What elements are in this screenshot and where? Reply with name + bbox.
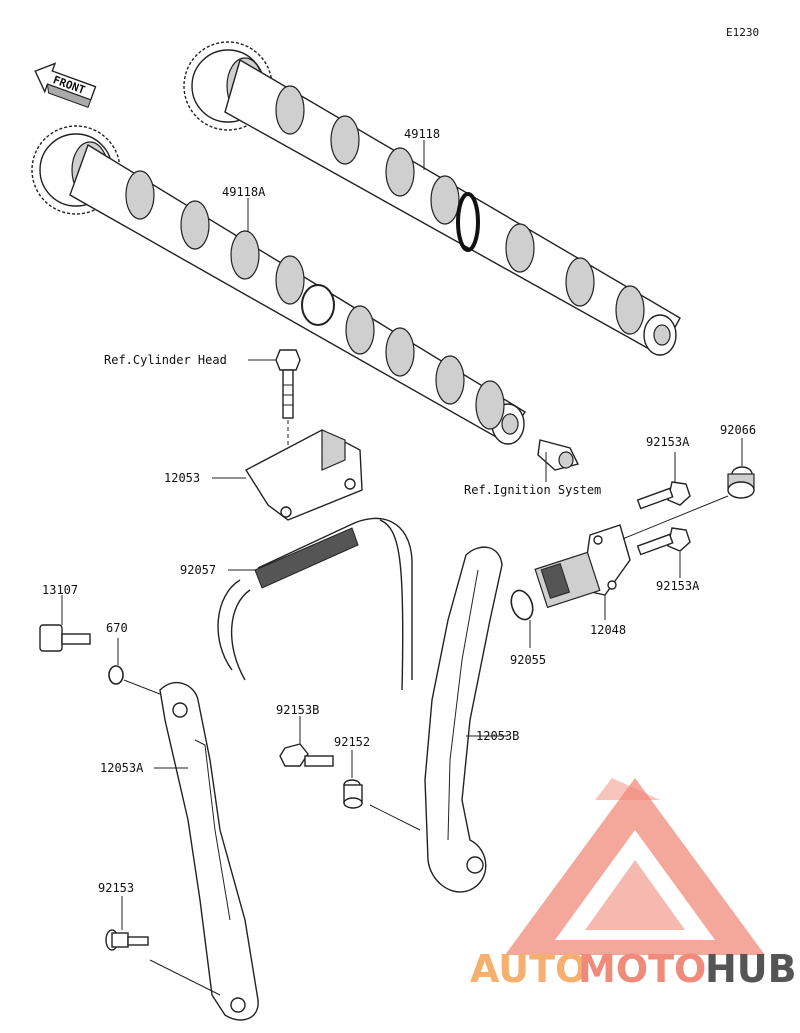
bolt-92153a-bottom — [636, 527, 691, 556]
label-13107: 13107 — [42, 583, 78, 597]
label-92153b: 92153B — [276, 703, 319, 717]
chain-guide-12053a — [159, 681, 259, 1021]
label-92066: 92066 — [720, 423, 756, 437]
oring-670 — [108, 665, 124, 685]
label-92055: 92055 — [510, 653, 546, 667]
pivot-bolt-13107 — [39, 624, 91, 652]
bolt-92153 — [105, 929, 149, 951]
collar-92152 — [343, 779, 363, 809]
label-92153a-bottom: 92153A — [656, 579, 700, 593]
label-670: 670 — [106, 621, 128, 635]
chain-tensioner-12048 — [534, 524, 631, 609]
camshaft-intake — [31, 125, 526, 445]
bolt-92153b — [279, 743, 334, 767]
watermark-text-moto: MOTO — [578, 947, 706, 991]
label-92153a-top: 92153A — [646, 435, 690, 449]
label-49118a: 49118A — [222, 185, 266, 199]
diagram-code: E1230 — [726, 26, 759, 39]
label-92153: 92153 — [98, 881, 134, 895]
chain-guide-upper — [245, 429, 363, 521]
label-12053: 12053 — [164, 471, 200, 485]
chain-guide-12053b — [424, 546, 503, 893]
label-12053a: 12053A — [100, 761, 144, 775]
label-49118: 49118 — [404, 127, 440, 141]
camshaft-exhaust — [183, 41, 681, 356]
bolt-92153a-top — [636, 481, 691, 510]
label-12053b: 12053B — [476, 729, 519, 743]
cylinder-head-bolt — [275, 349, 301, 419]
watermark-logo: AUTO MOTO HUB — [470, 778, 797, 991]
front-arrow-icon: FRONT — [34, 62, 97, 109]
ref-ignition: Ref.Ignition System — [464, 483, 601, 497]
plug-92066 — [727, 466, 755, 499]
label-92152: 92152 — [334, 735, 370, 749]
ref-cylinder-head: Ref.Cylinder Head — [104, 353, 227, 367]
oring-92055 — [510, 589, 534, 621]
ignition-ref-part — [537, 439, 580, 471]
cam-chain — [217, 517, 413, 691]
watermark-text-hub: HUB — [705, 947, 797, 991]
label-12048: 12048 — [590, 623, 626, 637]
label-92057: 92057 — [180, 563, 216, 577]
watermark-text-auto: AUTO — [470, 947, 587, 991]
